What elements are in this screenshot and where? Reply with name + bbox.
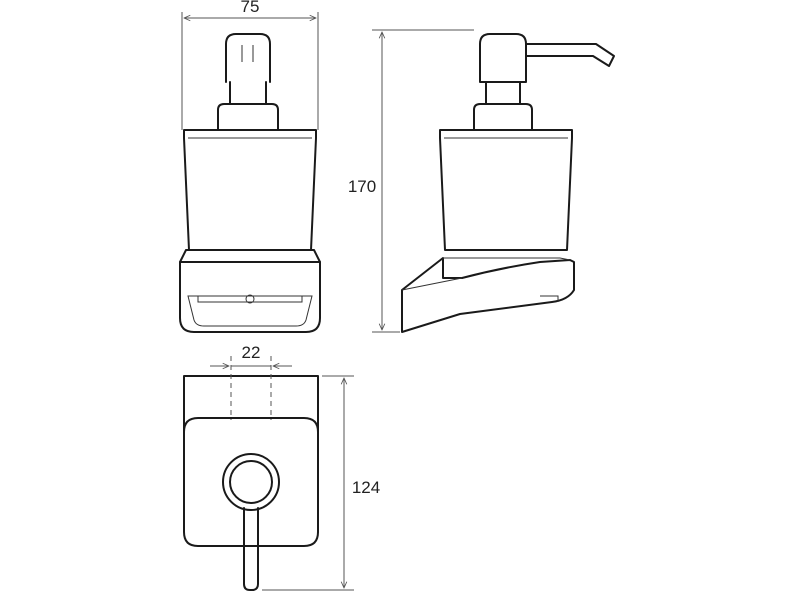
side-glass-container bbox=[439, 129, 573, 251]
front-holder-bowl bbox=[179, 261, 321, 333]
side-pump-neck bbox=[485, 81, 521, 105]
front-glass-container bbox=[183, 129, 317, 251]
back-inner-square bbox=[183, 417, 319, 533]
back-stem bbox=[243, 507, 259, 591]
side-holder-arm bbox=[401, 257, 575, 333]
front-pump-cap bbox=[225, 33, 271, 83]
front-view: 75 bbox=[179, 0, 321, 333]
side-spout bbox=[525, 43, 615, 67]
side-view: 170 bbox=[348, 29, 615, 333]
side-pump-cap bbox=[479, 33, 527, 83]
hole-spacing-dimension-label: 22 bbox=[242, 343, 261, 362]
front-pump-neck bbox=[229, 81, 267, 105]
back-view: 22 124 bbox=[183, 343, 380, 591]
side-collar bbox=[473, 103, 533, 131]
depth-dimension-label: 124 bbox=[352, 478, 380, 497]
front-collar bbox=[217, 103, 279, 131]
back-mounting-ring bbox=[222, 453, 280, 511]
height-dimension-label: 170 bbox=[348, 177, 376, 196]
back-wall-plate bbox=[183, 375, 319, 547]
width-dimension-label: 75 bbox=[241, 0, 260, 16]
front-holder-band bbox=[179, 249, 321, 263]
